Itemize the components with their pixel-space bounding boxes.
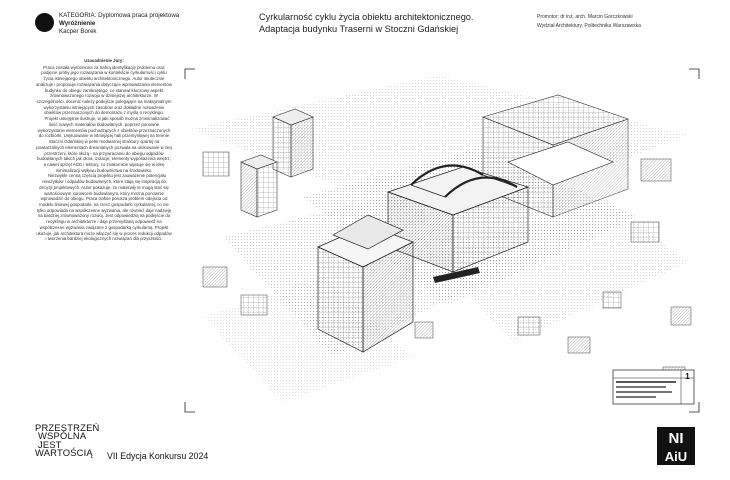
tower-structures [240, 108, 314, 218]
promoter-name: Promotor: dr inż. arch. Marcin Gorczkows… [537, 14, 633, 20]
category-block: KATEGORIA: Dyplomowa praca projektowa Wy… [59, 12, 179, 37]
category-line: KATEGORIA: Dyplomowa praca projektowa [59, 12, 180, 19]
project-title-line1: Cyrkularność cyklu życia obiektu archite… [259, 12, 474, 22]
logo-line-2: AiU [665, 449, 687, 464]
detail-vignettes [202, 151, 692, 382]
slogan-line-1: PRZESTRZEŃ [35, 422, 100, 433]
axonometric-drawing: 1 [184, 68, 700, 413]
project-board: 1 [183, 67, 701, 414]
sheet-number: 1 [685, 372, 690, 381]
isometric-label [433, 267, 480, 283]
author-name: Kacper Borek [59, 28, 97, 36]
promoter-block: Promotor: dr inż. arch. Marcin Gorczkows… [537, 13, 641, 31]
jury-title: Uzasadnienie Jury: [84, 58, 124, 63]
niaiu-logo: NI AiU [657, 427, 695, 465]
logo-line-1: NI [669, 430, 684, 447]
project-title-line2: Adaptacja budynku Traserni w Stoczni Gda… [259, 23, 459, 34]
jury-paragraph-1: Praca została wyróżniona za trafną ident… [36, 64, 172, 116]
jury-paragraph-3: Niezwykle cenną częścią projektu jest za… [36, 173, 172, 242]
slogan-logo: PRZESTRZEŃ WSPÓLNA JEST WARTOŚCIĄ [35, 422, 100, 459]
slogan-line-4: WARTOŚCIĄ [35, 447, 93, 459]
faculty-name: Wydział Architektury, Politechnika Warsz… [537, 23, 641, 29]
category-dot [35, 13, 54, 32]
edition-label: VII Edycja Konkursu 2024 [107, 451, 209, 461]
crop-marks [184, 68, 700, 413]
project-title: Cyrkularność cyklu życia obiektu archite… [259, 12, 473, 35]
award-label: Wyróżnienie [59, 20, 96, 28]
jury-paragraph-2: Projekt umiejętnie ilustruje, w jaki spo… [36, 116, 172, 173]
slogan-line-3: JEST [38, 438, 62, 450]
jury-statement: Uzasadnienie Jury: Praca została wyróżni… [36, 58, 172, 242]
slogan-line-2: WSPÓLNA [38, 430, 87, 442]
sheet-title-block: 1 [612, 369, 695, 405]
gabled-building [317, 214, 414, 353]
